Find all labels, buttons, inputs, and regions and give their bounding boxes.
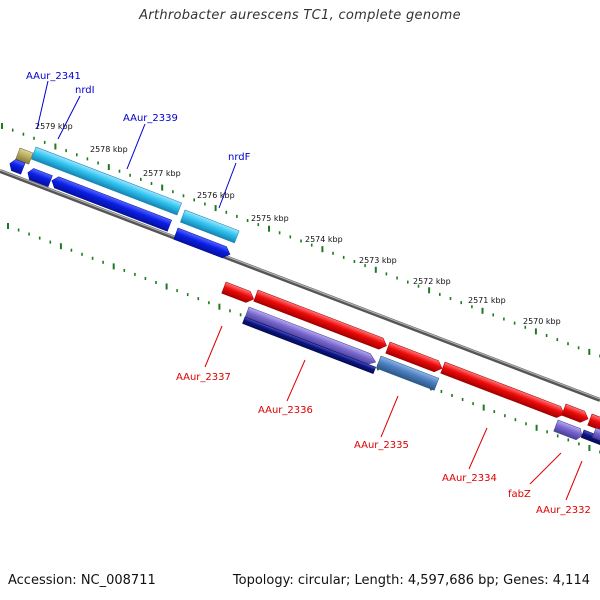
gene-purple-edge[interactable]	[592, 427, 600, 442]
tick-label: 2578 kbp	[90, 145, 128, 154]
gene-blue-arrow-1[interactable]	[8, 158, 26, 175]
reverse-strand-genes	[221, 281, 600, 445]
map-title: Arthrobacter aurescens TC1, complete gen…	[139, 8, 461, 23]
leader-line-nrdf	[218, 162, 237, 209]
gene-purple-long[interactable]	[244, 306, 378, 368]
tick-label-group: 2579 kbp 2578 kbp 2577 kbp 2576 kbp 2575 kbp…	[35, 122, 561, 326]
tick-label: 2575 kbp	[251, 214, 289, 223]
gene-label-aaur-2337[interactable]: AAur_2337	[176, 372, 231, 383]
leader-line-aaur-2332	[565, 460, 583, 501]
tick-label: 2572 kbp	[413, 277, 451, 286]
forward-gene-labels: AAur_2341 nrdI AAur_2339 nrdF	[26, 71, 251, 209]
gene-label-aaur-2336[interactable]: AAur_2336	[258, 405, 313, 416]
gene-label-aaur-2332[interactable]: AAur_2332	[536, 505, 591, 516]
tick-label: 2574 kbp	[305, 235, 343, 244]
gene-red-long-2[interactable]	[440, 361, 567, 420]
gene-blue-arrow-3[interactable]	[173, 227, 232, 260]
gene-red-right-2[interactable]	[587, 413, 600, 433]
leader-line-aaur-2336	[286, 359, 306, 402]
leader-line-nrdi	[57, 95, 81, 140]
gene-slate[interactable]	[376, 355, 440, 391]
gene-olive-small[interactable]	[15, 147, 34, 165]
reverse-gene-labels: AAur_2337 AAur_2336 AAur_2335 AAur_2334 …	[176, 325, 591, 516]
gene-red-small[interactable]	[221, 281, 256, 305]
tick-label: 2579 kbp	[35, 122, 73, 131]
leader-line-aaur-2335	[380, 395, 399, 438]
gene-red-medium[interactable]	[385, 341, 444, 374]
gene-label-fabz[interactable]: fabZ	[508, 489, 531, 500]
leader-line-aaur-2341	[36, 80, 49, 130]
genome-summary-text: Topology: circular; Length: 4,597,686 bp…	[232, 573, 590, 588]
leader-line-aaur-2339	[126, 123, 146, 170]
gene-red-long-1[interactable]	[253, 289, 389, 351]
gene-label-nrdf[interactable]: nrdF	[228, 152, 251, 163]
gene-purple-fabZ[interactable]	[553, 419, 584, 441]
accession-text: Accession: NC_008711	[8, 573, 156, 588]
tick-ring-upper	[1, 123, 600, 358]
gene-label-aaur-2339[interactable]: AAur_2339	[123, 113, 178, 124]
leader-line-aaur-2334	[468, 427, 488, 470]
gene-blue-long[interactable]	[50, 175, 172, 232]
tick-label: 2576 kbp	[197, 191, 235, 200]
gene-navy-long[interactable]	[242, 316, 377, 375]
gene-label-nrdi[interactable]: nrdI	[75, 85, 95, 96]
gene-blue-arrow-2[interactable]	[26, 167, 53, 188]
leader-line-aaur-2337	[204, 325, 223, 368]
forward-strand-genes	[8, 146, 240, 260]
tick-label: 2577 kbp	[143, 169, 181, 178]
gene-label-aaur-2341[interactable]: AAur_2341	[26, 71, 81, 82]
gene-label-aaur-2335[interactable]: AAur_2335	[354, 440, 409, 451]
gene-red-right-1[interactable]	[561, 403, 591, 425]
tick-label: 2571 kbp	[468, 296, 506, 305]
leader-line-fabz	[529, 452, 562, 485]
tick-label: 2570 kbp	[523, 317, 561, 326]
gene-label-aaur-2334[interactable]: AAur_2334	[442, 473, 497, 484]
tick-label: 2573 kbp	[359, 256, 397, 265]
gene-cyan-long-1[interactable]	[31, 146, 182, 216]
gene-cyan-nrdF[interactable]	[180, 209, 240, 244]
genome-backbone	[0, 169, 600, 402]
